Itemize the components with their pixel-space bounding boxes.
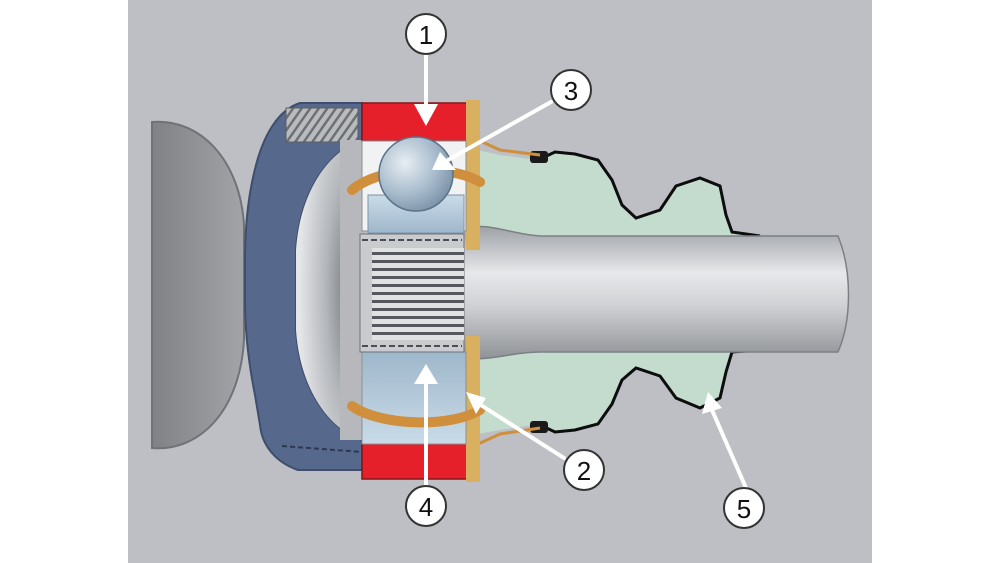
callout-label-2: 2	[577, 456, 591, 486]
boot-shell-bottom	[477, 426, 541, 446]
boot-outline-bottom	[537, 348, 761, 434]
spline-teeth	[372, 248, 464, 340]
arrowhead-2	[466, 392, 486, 414]
bearing-ball	[378, 136, 454, 212]
callout-label-1: 1	[419, 20, 433, 50]
cage-bottom	[347, 401, 485, 428]
callout-label-3: 3	[564, 76, 578, 106]
callout-3: 3	[550, 69, 592, 111]
callout-circle-1	[405, 13, 447, 55]
outer-ring-bottom	[361, 442, 477, 480]
lower-race	[361, 351, 467, 445]
callout-label-4: 4	[419, 492, 433, 522]
callout-circle-3	[550, 69, 592, 111]
callout-4: 4	[405, 485, 447, 527]
wheel-hub	[151, 120, 245, 450]
callout-arrows	[424, 54, 748, 490]
arrowhead-3	[432, 152, 456, 170]
arrowhead-4	[414, 364, 438, 384]
arrow-3	[446, 100, 553, 162]
drive-shaft	[459, 225, 850, 360]
callout-arrowheads	[414, 104, 722, 414]
callout-1: 1	[405, 13, 447, 55]
housing-thread	[285, 107, 359, 143]
arrow-2	[474, 400, 566, 460]
callout-2: 2	[563, 449, 605, 491]
boot-shell-top	[477, 138, 541, 157]
callout-5: 5	[723, 487, 765, 529]
arrow-5	[710, 408, 748, 490]
arrowhead-5	[702, 392, 722, 414]
boot-outline-top	[537, 150, 761, 238]
callout-circle-4	[405, 485, 447, 527]
housing-dash	[281, 445, 363, 453]
callout-circle-5	[723, 487, 765, 529]
callout-circle-2	[563, 449, 605, 491]
callout-label-5: 5	[737, 494, 751, 524]
arrowhead-1	[414, 104, 438, 126]
